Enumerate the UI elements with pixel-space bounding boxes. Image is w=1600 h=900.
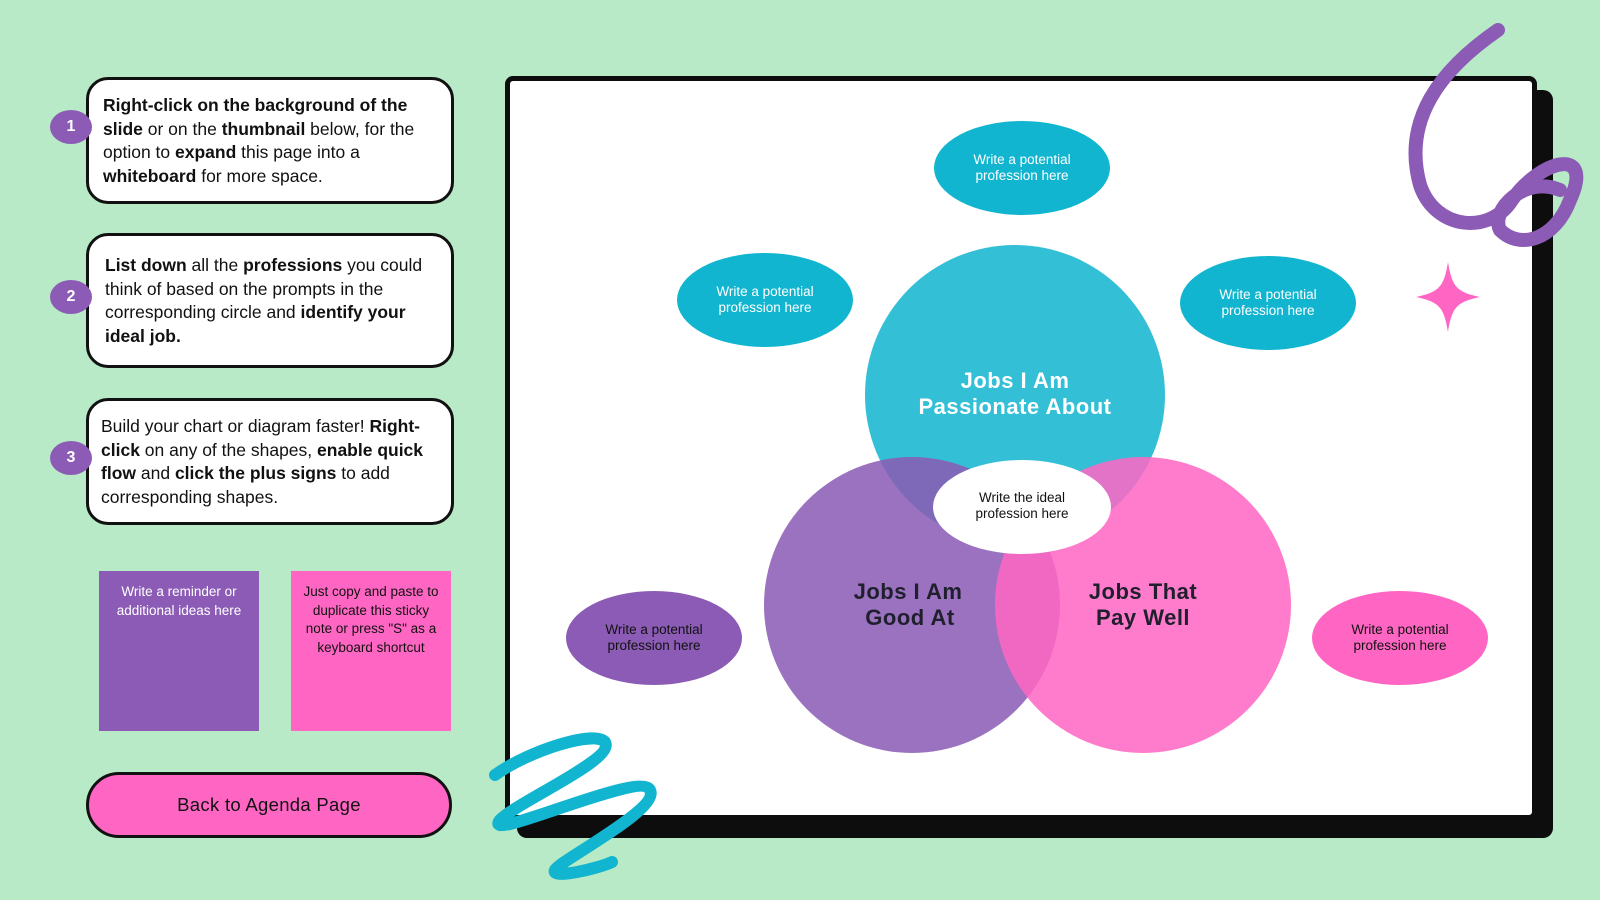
step-1-text-run: or on the	[142, 118, 222, 139]
bubble-left-label-1: Write a potential	[716, 284, 813, 299]
circle-passionate-label-2: Passionate About	[919, 394, 1112, 419]
bubble-right[interactable]: Write a potential profession here	[1180, 256, 1356, 350]
ideal-profession-ellipse[interactable]	[933, 460, 1111, 554]
back-to-agenda-button[interactable]: Back to Agenda Page	[86, 772, 452, 838]
bubble-top[interactable]: Write a potential profession here	[934, 121, 1110, 215]
bubble-bottom-right-label-2: profession here	[1353, 638, 1446, 653]
instruction-step-2: List down all the professions you could …	[86, 233, 454, 368]
step-3-text-run: to add corresponding shapes.	[101, 463, 390, 507]
step-2-text-run: professions	[243, 255, 343, 275]
step-2-text-run: List down	[105, 255, 187, 275]
step-3-text-run: and	[136, 463, 175, 483]
step-1-text-run: for more space.	[196, 165, 323, 186]
step-1-text: Right-click on the background of the sli…	[103, 95, 414, 186]
step-3-text-run: Right-click	[101, 416, 420, 460]
sticky-note-duplicate[interactable]: Just copy and paste to duplicate this st…	[291, 571, 451, 731]
step-2-text-run: all the	[186, 255, 244, 275]
step-2-badge: 2	[50, 280, 92, 314]
step-1-text-run: thumbnail	[221, 118, 306, 139]
step-3-text-run: enable quick flow	[101, 439, 424, 484]
circle-good-at-label-2: Good At	[865, 605, 955, 630]
instruction-step-3: Build your chart or diagram faster! Righ…	[86, 398, 454, 525]
step-3-text-run: click the plus signs	[174, 463, 337, 483]
bubble-bottom-left-label-1: Write a potential	[605, 622, 702, 637]
step-1-badge: 1	[50, 110, 92, 144]
bubble-bottom-right-label-1: Write a potential	[1351, 622, 1448, 637]
bubble-top-label-2: profession here	[975, 168, 1068, 183]
step-2-text-run: you could think of based on the prompts …	[105, 255, 423, 322]
step-1-text-run: expand	[175, 142, 237, 162]
circle-pay-well-label-2: Pay Well	[1096, 605, 1190, 630]
step-3-text-run: on any of the shapes,	[139, 439, 318, 460]
bubble-bottom-left-label-2: profession here	[607, 638, 700, 653]
step-2-text: List down all the professions you could …	[105, 255, 422, 346]
bubble-right-label-1: Write a potential	[1219, 287, 1316, 302]
step-1-text-run: whiteboard	[103, 165, 197, 186]
step-2-text-run: identify your ideal job.	[105, 302, 406, 346]
step-1-text-run: this page into a	[236, 142, 360, 162]
step-3-text-run: Build your chart or diagram faster!	[101, 416, 370, 436]
ideal-profession-label-1: Write the ideal	[979, 490, 1065, 505]
ideal-profession-label-2: profession here	[975, 506, 1068, 521]
bubble-left-label-2: profession here	[718, 300, 811, 315]
circle-good-at-label-1: Jobs I Am	[854, 579, 963, 604]
step-1-text-run: below, for the option to	[103, 118, 415, 163]
bubble-bottom-left[interactable]: Write a potential profession here	[566, 591, 742, 685]
bubble-top-label-1: Write a potential	[973, 152, 1070, 167]
step-1-text-run: Right-click on the background of the sli…	[103, 95, 408, 139]
instruction-step-1: Right-click on the background of the sli…	[86, 77, 454, 204]
bubble-bottom-right[interactable]: Write a potential profession here	[1312, 591, 1488, 685]
step-3-badge: 3	[50, 441, 92, 475]
bubble-left[interactable]: Write a potential profession here	[677, 253, 853, 347]
circle-passionate-label-1: Jobs I Am	[961, 368, 1070, 393]
sticky-note-reminder[interactable]: Write a reminder or additional ideas her…	[99, 571, 259, 731]
bubble-right-label-2: profession here	[1221, 303, 1314, 318]
circle-pay-well-label-1: Jobs That	[1089, 579, 1198, 604]
step-3-text: Build your chart or diagram faster! Righ…	[101, 416, 423, 507]
